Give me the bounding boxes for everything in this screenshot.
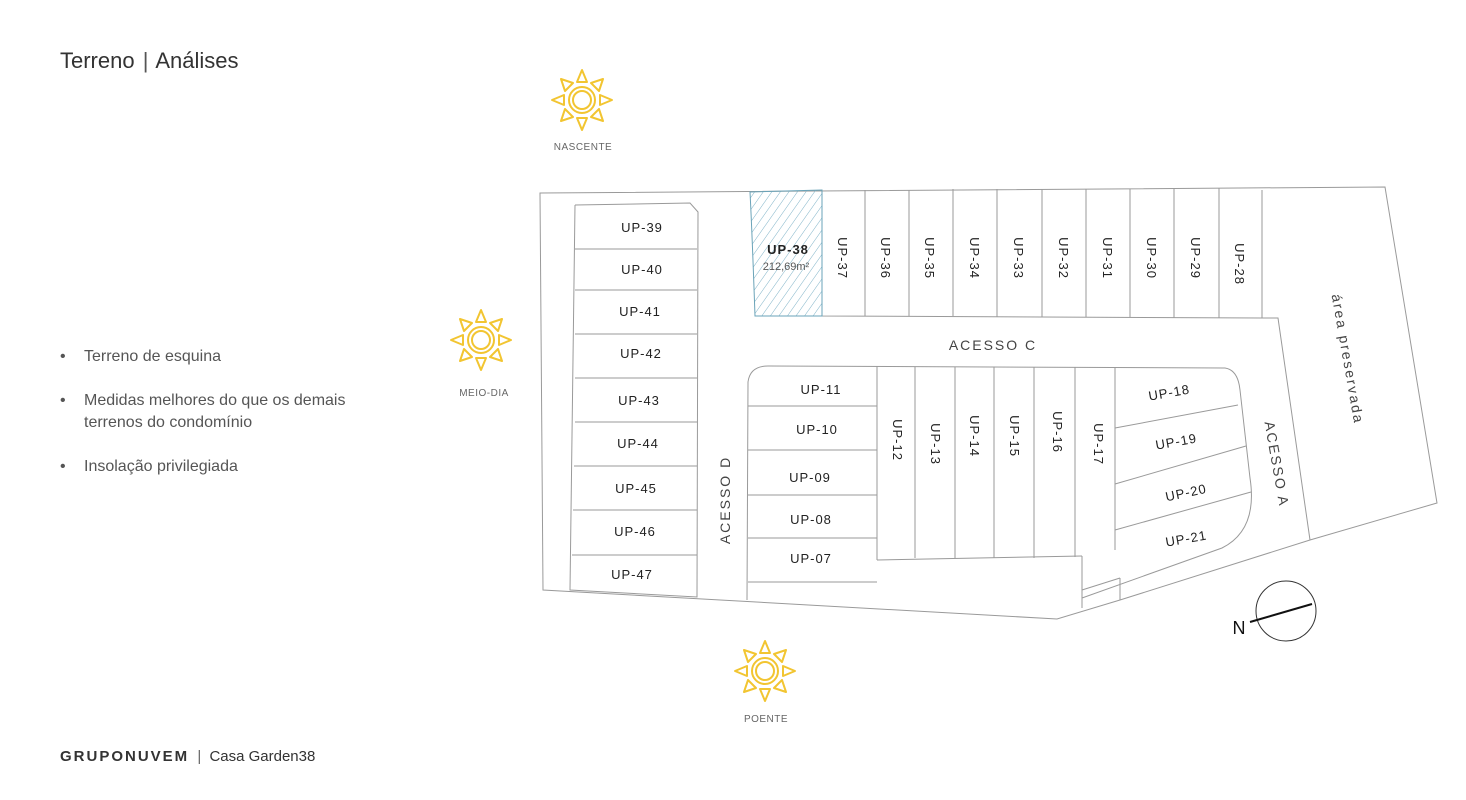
lot-label: UP-41 — [619, 304, 661, 319]
compass-label: N — [1233, 618, 1246, 638]
lot-label: UP-13 — [928, 423, 943, 465]
sun-label-poente: POENTE — [744, 714, 788, 725]
lot-label: UP-09 — [789, 470, 831, 485]
lot-label: UP-43 — [618, 393, 660, 408]
bullet-item: Terreno de esquina — [60, 346, 390, 368]
lot-area-up-38: 212,69m² — [763, 261, 810, 273]
lot-label-up-38: UP-38 — [767, 242, 809, 257]
lot-label: UP-44 — [617, 436, 659, 451]
lot-label: UP-07 — [790, 551, 832, 566]
lot-label: UP-19 — [1154, 431, 1198, 453]
center-left-lots: UP-11 UP-10 UP-09 UP-08 UP-07 — [789, 382, 842, 566]
title-sub: Análises — [155, 48, 239, 73]
sun-icon-poente: POENTE — [734, 640, 796, 725]
lot-label: UP-33 — [1011, 237, 1026, 279]
lot-label: UP-47 — [611, 567, 653, 582]
compass-icon: N — [1233, 580, 1317, 642]
lot-label: UP-37 — [835, 237, 850, 279]
lot-label: UP-40 — [621, 262, 663, 277]
road-label-acesso-a: ACESSO A — [1262, 420, 1293, 508]
title-separator: | — [142, 48, 149, 73]
lot-label: UP-14 — [967, 415, 982, 457]
title-main: Terreno — [60, 48, 135, 73]
lot-label: UP-11 — [801, 382, 842, 397]
lot-label: UP-21 — [1164, 528, 1208, 550]
top-row-lots: UP-37 UP-36 UP-35 UP-34 UP-33 UP-32 UP-3… — [835, 237, 1247, 285]
lot-label: UP-32 — [1056, 237, 1071, 279]
lot-label: UP-45 — [615, 481, 657, 496]
bullet-item: Medidas melhores do que os demaisterreno… — [60, 390, 390, 434]
footer-separator: | — [197, 748, 202, 765]
road-label-acesso-d: ACESSO D — [717, 456, 733, 544]
left-column-lots: UP-39 UP-40 UP-41 UP-42 UP-43 UP-44 UP-4… — [611, 220, 663, 582]
bullet-list: Terreno de esquina Medidas melhores do q… — [60, 346, 390, 500]
site-boundary — [539, 186, 1438, 620]
highlighted-lot-up-38[interactable]: UP-38 212,69m² — [749, 189, 823, 317]
lot-label: UP-36 — [878, 237, 893, 279]
lot-label: UP-18 — [1147, 382, 1191, 404]
area-preservada-label: área preservada — [1329, 293, 1368, 426]
lot-label: UP-28 — [1232, 243, 1247, 285]
lot-label: UP-30 — [1144, 237, 1159, 279]
lot-label: UP-15 — [1007, 415, 1022, 457]
center-vertical-lots: UP-12 UP-13 UP-14 UP-15 UP-16 UP-17 — [890, 411, 1106, 465]
sun-label-meio-dia: MEIO-DIA — [459, 388, 509, 399]
lot-label: UP-16 — [1050, 411, 1065, 453]
sun-label-nascente: NASCENTE — [554, 142, 612, 153]
lot-label: UP-12 — [890, 419, 905, 461]
footer-project: Casa Garden38 — [209, 748, 316, 765]
footer: GRUPONUVEM | Casa Garden38 — [60, 748, 315, 765]
bullet-item: Insolação privilegiada — [60, 456, 390, 478]
lot-label: UP-31 — [1100, 237, 1115, 279]
lot-label: UP-08 — [790, 512, 832, 527]
lot-label: UP-34 — [967, 237, 982, 279]
road-label-acesso-c: ACESSO C — [949, 337, 1037, 353]
footer-brand: GRUPONUVEM — [60, 748, 190, 765]
lot-label: UP-17 — [1091, 423, 1106, 465]
page-title: Terreno | Análises — [60, 48, 239, 74]
sun-icon-nascente: NASCENTE — [551, 69, 613, 153]
lot-label: UP-29 — [1188, 237, 1203, 279]
lot-label: UP-39 — [621, 220, 663, 235]
sun-icon-meio-dia: MEIO-DIA — [450, 309, 512, 399]
lot-label: UP-46 — [614, 524, 656, 539]
lot-label: UP-10 — [796, 422, 838, 437]
lot-label: UP-35 — [922, 237, 937, 279]
lot-label: UP-42 — [620, 346, 662, 361]
lot-label: UP-20 — [1164, 481, 1208, 504]
